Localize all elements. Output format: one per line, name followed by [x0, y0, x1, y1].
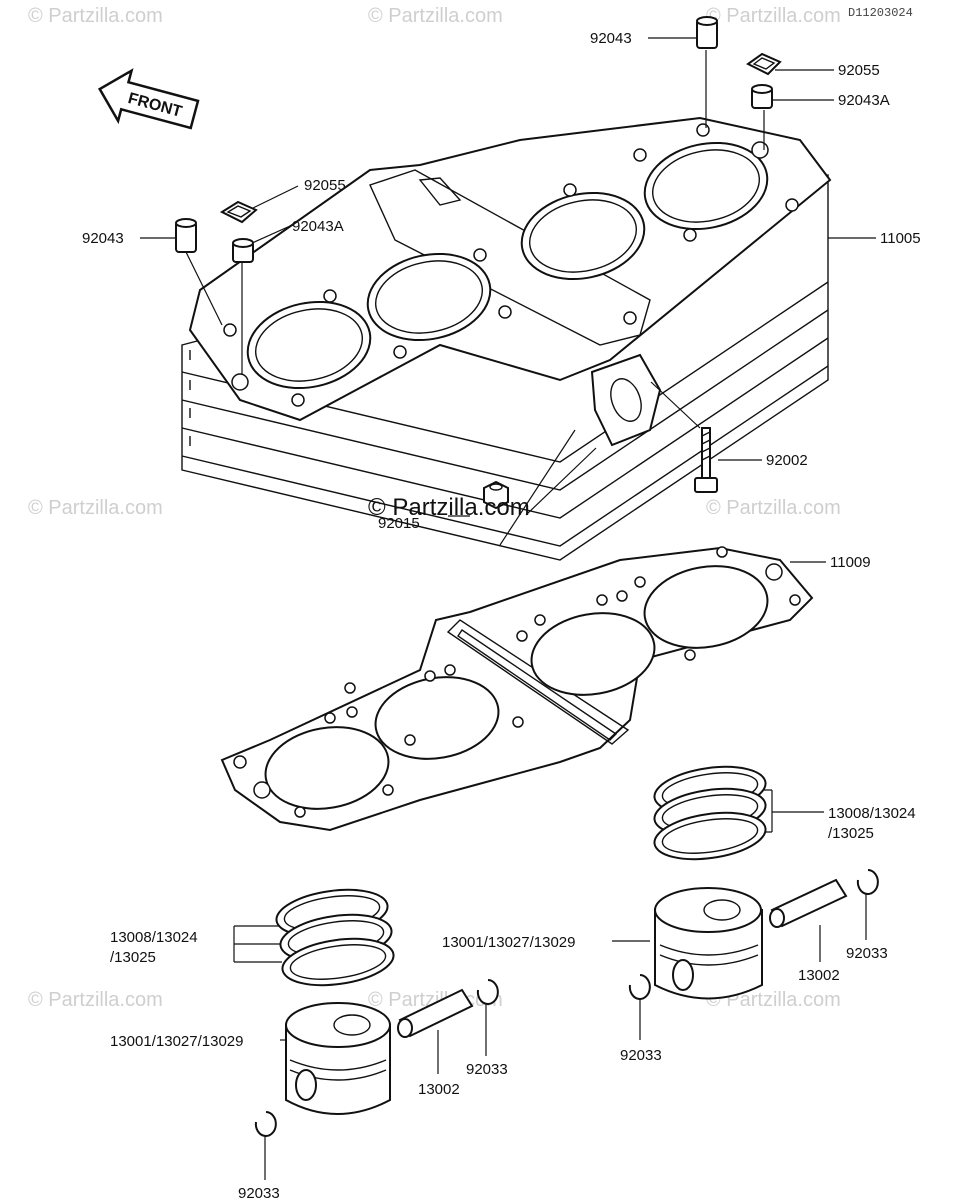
label-clip-left-b[interactable]: 92033 — [238, 1185, 280, 1200]
diagram-code: D11203024 — [848, 6, 913, 20]
oring-92055-top[interactable] — [746, 52, 782, 76]
watermarks: © Partzilla.com © Partzilla.com © Partzi… — [28, 5, 841, 1011]
watermark-text: © Partzilla.com — [28, 5, 163, 27]
piston-pin-left[interactable] — [397, 988, 474, 1038]
label-92002[interactable]: 92002 — [766, 452, 808, 469]
label-rings-left-line2[interactable]: /13025 — [110, 949, 156, 966]
label-clip-left-a[interactable]: 92033 — [466, 1061, 508, 1078]
piston-rings-right[interactable] — [651, 760, 768, 865]
oring-92055-left[interactable] — [219, 200, 258, 224]
label-rings-right-line1[interactable]: 13008/13024 — [828, 805, 916, 822]
watermark-text: © Partzilla.com — [28, 989, 163, 1011]
label-92015[interactable]: 92015 — [378, 515, 420, 532]
watermark-center: © Partzilla.com — [368, 494, 530, 521]
label-92043-top[interactable]: 92043 — [590, 30, 632, 47]
cylinder-block[interactable] — [181, 116, 832, 561]
piston-left[interactable] — [285, 1002, 391, 1115]
label-pin-right[interactable]: 13002 — [798, 967, 840, 984]
watermark-text: © Partzilla.com — [706, 5, 841, 27]
watermark-text: © Partzilla.com — [706, 497, 841, 519]
bolt-92002[interactable] — [694, 427, 718, 493]
circlip-left-a[interactable] — [476, 979, 499, 1005]
circlip-right-b[interactable] — [628, 974, 651, 1000]
dowel-pin-92043-top[interactable] — [696, 16, 718, 49]
label-11005[interactable]: 11005 — [880, 230, 921, 247]
label-pin-left[interactable]: 13002 — [418, 1081, 460, 1098]
dowel-pin-92043-left[interactable] — [175, 218, 197, 253]
piston-pin-right[interactable] — [769, 878, 848, 928]
head-gasket-11009[interactable] — [220, 546, 814, 832]
label-rings-right-line2[interactable]: /13025 — [828, 825, 874, 842]
callout-labels: 92043 92055 92043A 92055 92043A 92043 11… — [82, 30, 921, 1200]
label-clip-right-a[interactable]: 92033 — [846, 945, 888, 962]
nut-92015[interactable] — [483, 480, 509, 510]
front-arrow-icon: FRONT — [97, 68, 200, 130]
label-92043A-left[interactable]: 92043A — [292, 218, 344, 235]
circlip-left-b[interactable] — [254, 1111, 277, 1137]
label-11009[interactable]: 11009 — [830, 554, 871, 571]
label-piston-right[interactable]: 13001/13027/13029 — [442, 934, 575, 951]
label-piston-left[interactable]: 13001/13027/13029 — [110, 1033, 243, 1050]
dowel-pin-92043A-left[interactable] — [232, 238, 254, 263]
dowel-pin-92043A-top[interactable] — [751, 84, 773, 109]
piston-right[interactable] — [654, 887, 763, 1000]
label-92043A-top[interactable]: 92043A — [838, 92, 890, 109]
piston-rings-left[interactable] — [273, 883, 396, 991]
circlip-right-a[interactable] — [856, 869, 879, 895]
label-92043-left[interactable]: 92043 — [82, 230, 124, 247]
watermark-text: © Partzilla.com — [28, 497, 163, 519]
label-rings-left-line1[interactable]: 13008/13024 — [110, 929, 198, 946]
label-92055-left[interactable]: 92055 — [304, 177, 346, 194]
watermark-text: © Partzilla.com — [368, 5, 503, 27]
label-clip-right-b[interactable]: 92033 — [620, 1047, 662, 1064]
label-92055-top[interactable]: 92055 — [838, 62, 880, 79]
